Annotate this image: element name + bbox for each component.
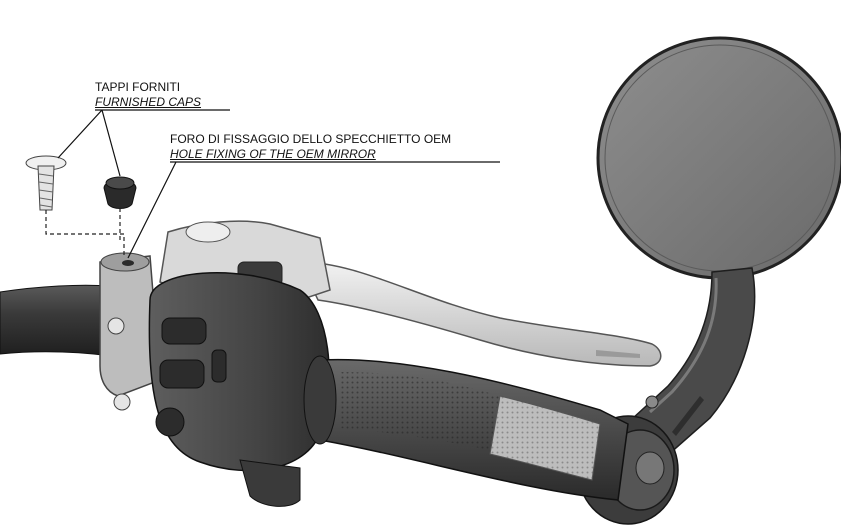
oem-mirror-hole xyxy=(122,260,134,266)
brake-lever xyxy=(298,261,662,367)
switch-button-round xyxy=(155,407,185,437)
hole-label-english: HOLE FIXING OF THE OEM MIRROR xyxy=(170,147,376,161)
switch-button-side xyxy=(211,349,227,383)
mirror-arm-highlight xyxy=(648,277,718,414)
mirror-arm xyxy=(618,267,756,463)
leader-line-hole xyxy=(127,161,500,259)
switch-button-middle xyxy=(159,359,205,389)
grip-flange xyxy=(303,355,337,445)
oem-mirror-hole-label: FORO DI FISSAGGIO DELLO SPECCHIETTO OEM … xyxy=(170,132,451,162)
grip-texture-light xyxy=(489,395,601,481)
caps-label-italian: TAPPI FORNITI xyxy=(95,80,181,94)
lever-slot xyxy=(596,350,640,358)
plug-cap xyxy=(103,176,137,209)
assembly-dashed-line xyxy=(45,210,125,258)
clamp-screw-lower xyxy=(113,393,131,411)
leader-line-caps xyxy=(57,109,230,177)
furnished-caps-label: TAPPI FORNITI FURNISHED CAPS xyxy=(95,80,201,110)
clamp-screw-upper xyxy=(107,317,125,335)
switch-button-top xyxy=(161,317,207,345)
reservoir-cap xyxy=(185,221,231,243)
bar-end-center xyxy=(635,451,665,485)
arm-bolt xyxy=(645,395,659,409)
handlebar-tube xyxy=(0,284,113,357)
screw-cap xyxy=(25,155,67,211)
clamp xyxy=(99,255,161,397)
round-mirror xyxy=(596,36,841,280)
grip-texture-dark xyxy=(340,372,500,450)
arm-slot xyxy=(672,396,704,436)
caps-label-english: FURNISHED CAPS xyxy=(95,95,202,109)
hole-label-italian: FORO DI FISSAGGIO DELLO SPECCHIETTO OEM xyxy=(170,132,452,146)
switch-housing-lower xyxy=(239,459,301,507)
